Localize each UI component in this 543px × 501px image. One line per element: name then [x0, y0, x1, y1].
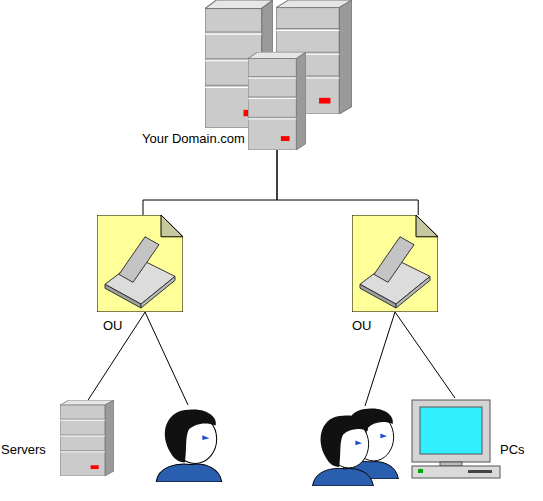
node-label: OU	[103, 318, 123, 333]
tree-connector	[395, 312, 455, 398]
ou-folder: OU	[352, 215, 438, 312]
domain-servers: Your Domain.com	[205, 0, 352, 150]
user-icon	[156, 410, 222, 482]
user-icon	[313, 415, 374, 486]
node-label: Servers	[1, 442, 46, 457]
leader-line	[145, 312, 188, 405]
node-label: PCs	[500, 442, 525, 457]
tree-connector	[143, 150, 277, 215]
tree-connector	[88, 312, 145, 400]
server-tower	[60, 400, 114, 476]
node-label: Your Domain.com	[142, 131, 245, 146]
ou-folder: OU	[97, 215, 183, 312]
ou-folder	[352, 215, 438, 312]
ou-folder	[97, 215, 183, 312]
server-node: Servers	[60, 400, 114, 476]
node-label: OU	[352, 318, 372, 333]
pc-node: PCs	[410, 398, 500, 480]
tree-connector	[277, 150, 418, 215]
pc-icon	[412, 400, 500, 478]
server-tower	[248, 52, 306, 150]
